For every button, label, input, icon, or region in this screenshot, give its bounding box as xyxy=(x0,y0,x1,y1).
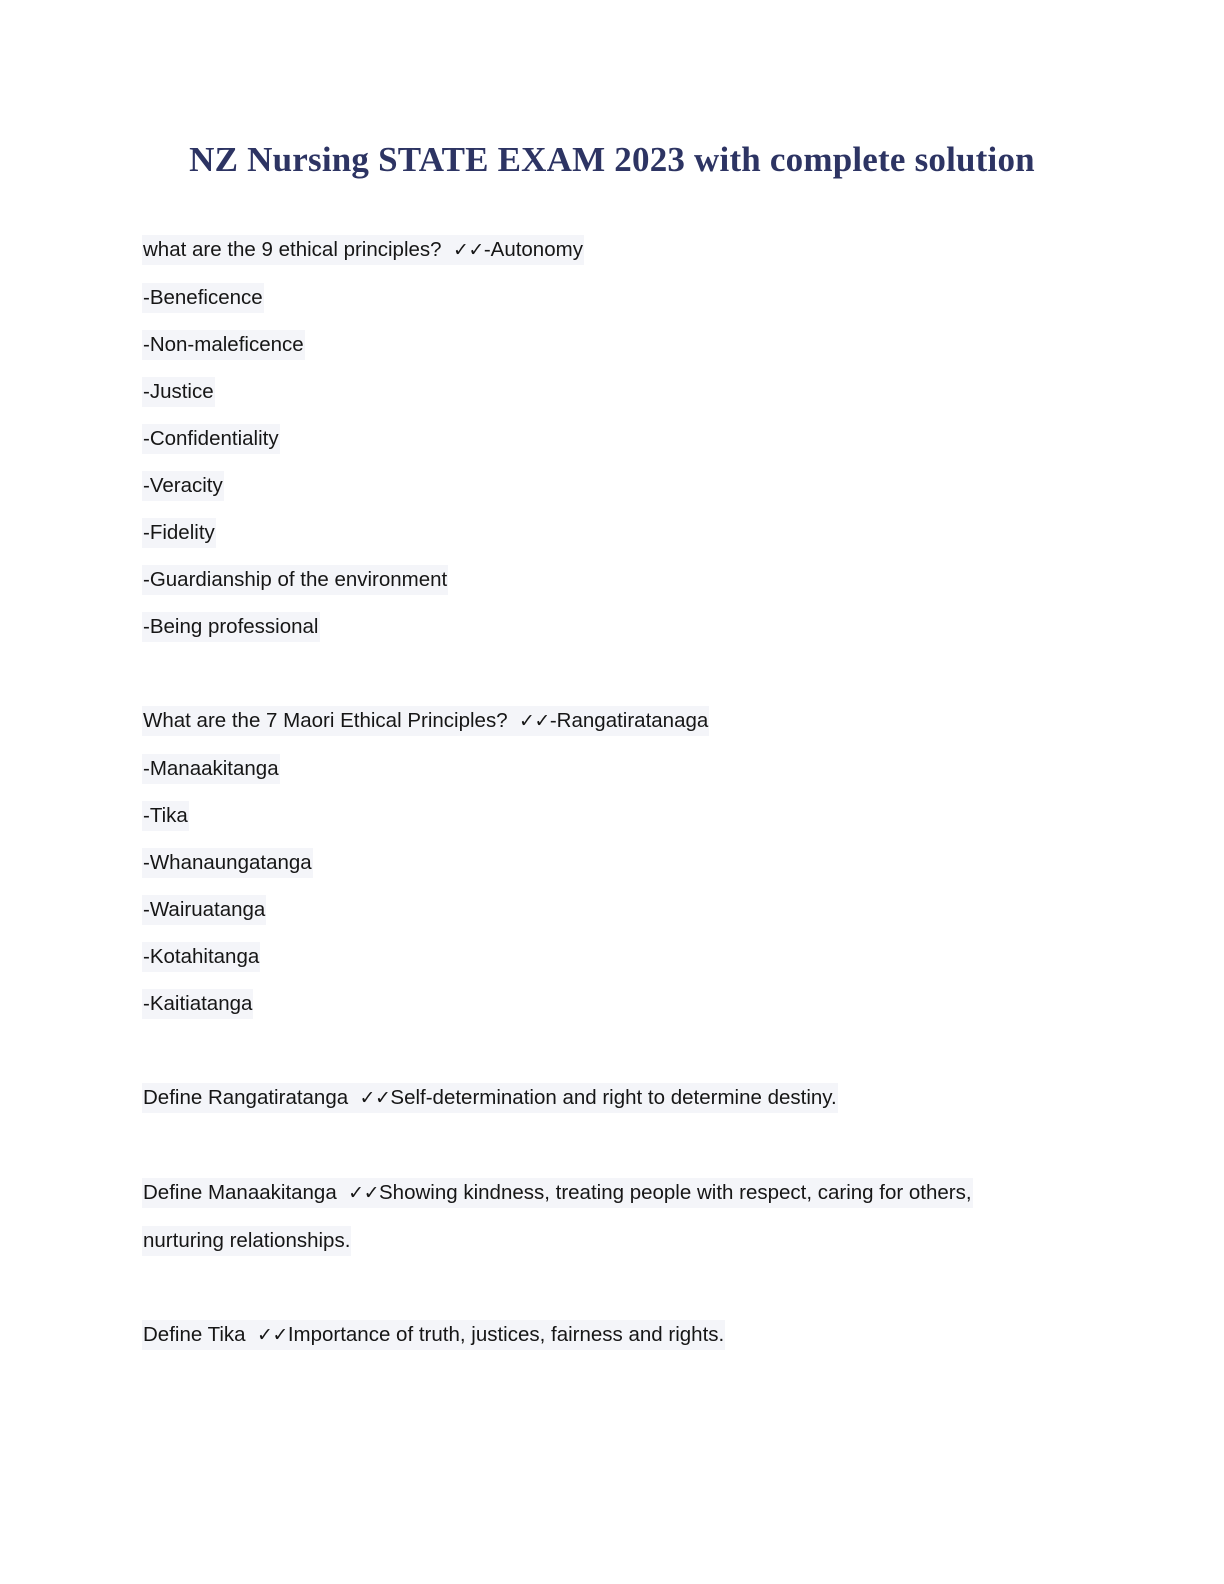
list-item-label: -Veracity xyxy=(142,471,224,501)
list-item-label: -Justice xyxy=(142,377,215,407)
definition-term: Define Manaakitanga xyxy=(143,1181,337,1204)
double-check-icon: ✓✓ xyxy=(452,239,484,261)
list-item-label: -Non-maleficence xyxy=(142,330,305,360)
definition-answer: Self-determination and right to determin… xyxy=(390,1086,837,1109)
list-item-label: -Manaakitanga xyxy=(142,754,280,784)
list-item: -Veracity xyxy=(142,462,1042,509)
question-line-seven-maori-ethical-principles: What are the 7 Maori Ethical Principles?… xyxy=(142,697,1042,745)
spacer-gap xyxy=(348,1086,359,1109)
list-item-label: -Tika xyxy=(142,801,189,831)
section-gap xyxy=(142,1027,1042,1074)
list-item: -Beneficence xyxy=(142,274,1042,321)
list-item-label: -Beneficence xyxy=(142,283,264,313)
list-item: -Fidelity xyxy=(142,509,1042,556)
list-item-label: -Being professional xyxy=(142,612,320,642)
list-item: -Being professional xyxy=(142,603,1042,650)
spacer-gap xyxy=(337,1181,348,1204)
double-check-icon: ✓✓ xyxy=(256,1324,288,1346)
definition-define-rangatiratanga: Define Rangatiratanga ✓✓Self-determinati… xyxy=(142,1074,1037,1122)
definition-term: Define Rangatiratanga xyxy=(143,1086,349,1109)
definition-answer: Showing kindness, treating people with r… xyxy=(143,1181,972,1252)
spacer-gap xyxy=(508,709,519,732)
section-gap xyxy=(142,650,1042,697)
list-item-label: -Wairuatanga xyxy=(142,895,267,925)
list-item: -Whanaungatanga xyxy=(142,839,1042,886)
answer-first-line: -Autonomy xyxy=(483,238,583,261)
list-item: -Confidentiality xyxy=(142,415,1042,462)
double-check-icon: ✓✓ xyxy=(519,710,550,732)
definition-answer: Importance of truth, justices, fairness … xyxy=(287,1323,725,1346)
list-item: -Wairuatanga xyxy=(142,886,1042,933)
list-item: -Kotahitanga xyxy=(142,933,1042,980)
definition-define-manaakitanga: Define Manaakitanga ✓✓Showing kindness, … xyxy=(142,1169,1037,1264)
list-item-label: -Kotahitanga xyxy=(142,942,261,972)
list-item: -Manaakitanga xyxy=(142,745,1042,792)
list-item: -Guardianship of the environment xyxy=(142,556,1042,603)
list-item-label: -Confidentiality xyxy=(142,424,280,454)
double-check-icon: ✓✓ xyxy=(348,1182,379,1204)
document-body: what are the 9 ethical principles? ✓✓-Au… xyxy=(142,226,1042,1359)
question-text: what are the 9 ethical principles? xyxy=(143,238,442,261)
definition-gap xyxy=(142,1122,1042,1169)
list-item: -Justice xyxy=(142,368,1042,415)
list-item-label: -Whanaungatanga xyxy=(142,848,313,878)
list-item-label: -Guardianship of the environment xyxy=(142,565,449,595)
question-line-nine-ethical-principles: what are the 9 ethical principles? ✓✓-Au… xyxy=(142,226,1042,274)
double-check-icon: ✓✓ xyxy=(359,1087,391,1109)
question-text: What are the 7 Maori Ethical Principles? xyxy=(143,709,508,732)
list-item: -Tika xyxy=(142,792,1042,839)
list-item-label: -Kaitiatanga xyxy=(142,989,254,1019)
spacer-gap xyxy=(442,238,453,261)
list-item-label: -Fidelity xyxy=(142,518,216,548)
list-item: -Non-maleficence xyxy=(142,321,1042,368)
definition-gap xyxy=(142,1264,1042,1311)
answer-first-line: -Rangatiratanaga xyxy=(549,709,709,732)
spacer-gap xyxy=(246,1323,257,1346)
page-title: NZ Nursing STATE EXAM 2023 with complete… xyxy=(189,140,1035,179)
definition-define-tika: Define Tika ✓✓Importance of truth, justi… xyxy=(142,1311,1037,1359)
list-item: -Kaitiatanga xyxy=(142,980,1042,1027)
definition-term: Define Tika xyxy=(143,1323,246,1346)
